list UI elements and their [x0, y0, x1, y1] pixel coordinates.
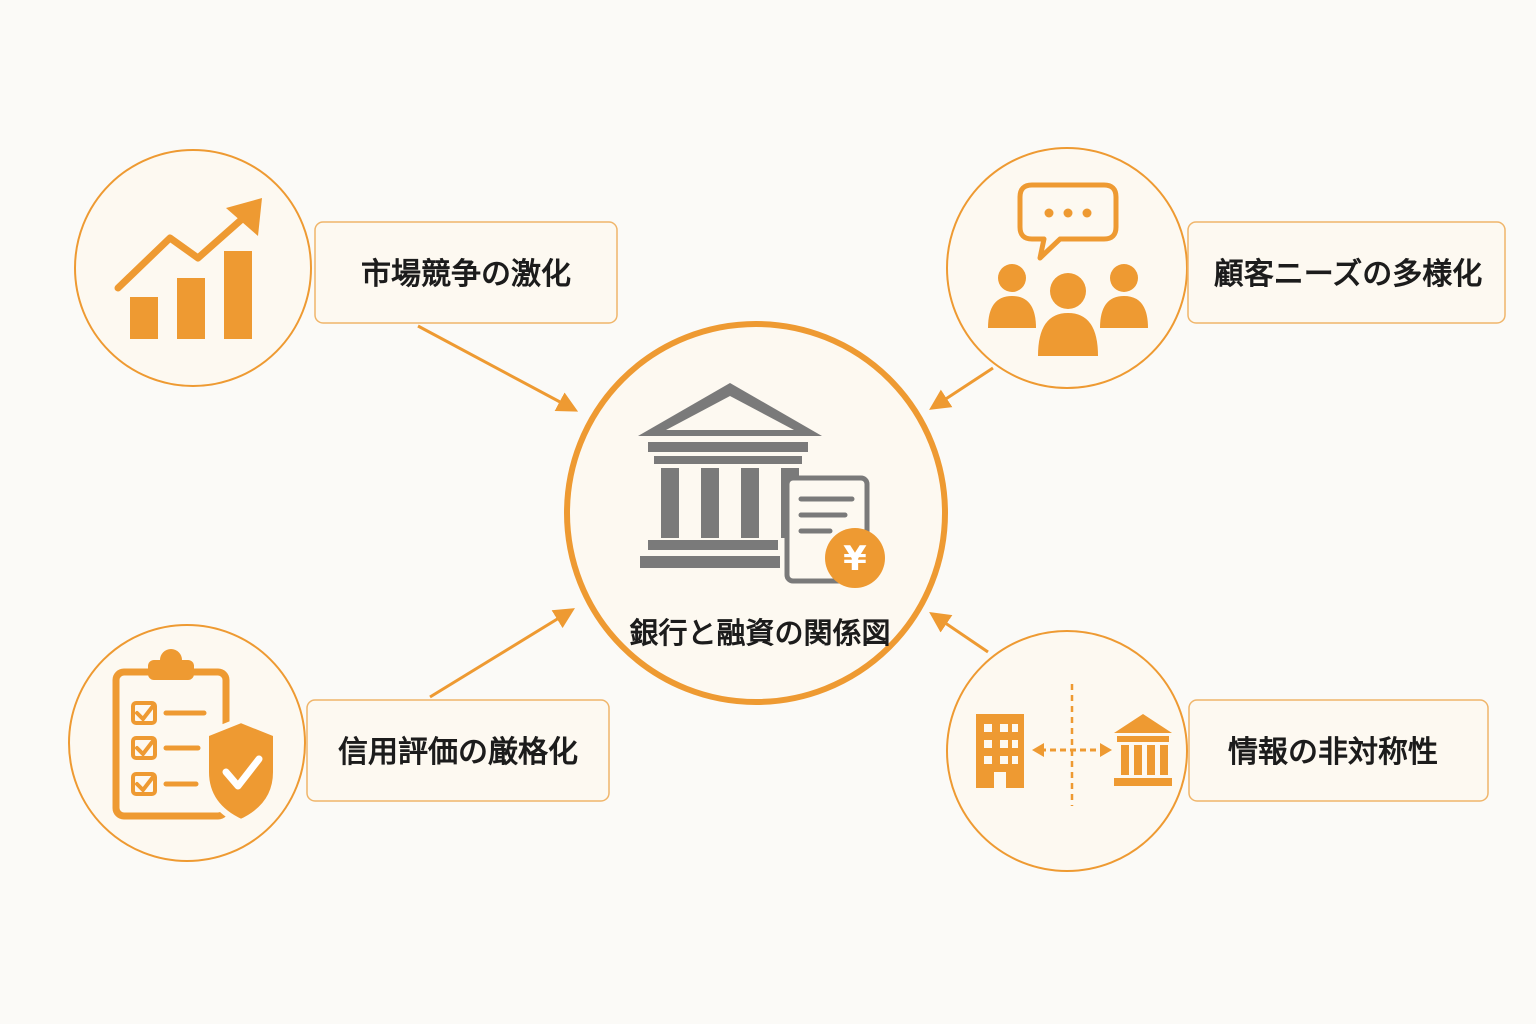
- arrow-information-asymmetry: [929, 612, 989, 654]
- arrow-credit-evaluation: [429, 608, 575, 699]
- yen-coin-icon: ¥: [825, 528, 885, 588]
- factor-label: 市場競争の激化: [361, 257, 571, 292]
- exchange-arrows-icon: [1032, 743, 1112, 757]
- factor-label: 信用評価の厳格化: [338, 735, 578, 770]
- factor-label: 顧客ニーズの多様化: [1214, 257, 1483, 292]
- yen-symbol: ¥: [843, 539, 867, 579]
- center-label: 銀行と融資の関係図: [629, 616, 890, 650]
- connector-arrows: [417, 324, 994, 699]
- factor-label-box: [306, 699, 610, 802]
- factor-label-box: [1187, 221, 1506, 324]
- factor-information-asymmetry: 情報の非対称性: [946, 630, 1489, 872]
- office-building-icon: [976, 714, 1024, 788]
- factor-credit-evaluation: 信用評価の厳格化: [68, 624, 610, 862]
- arrow-customer-needs: [929, 366, 994, 410]
- factor-market-competition: 市場競争の激化: [74, 149, 618, 387]
- office-bank-exchange-icon: [976, 684, 1172, 806]
- growth-chart-icon: [114, 198, 262, 339]
- factor-customer-needs: 顧客ニーズの多様化: [946, 147, 1506, 389]
- factor-circle: [946, 630, 1188, 872]
- center-node: ¥ 銀行と融資の関係図: [564, 321, 948, 705]
- bank-building-icon: [638, 383, 822, 568]
- factor-label-box: [314, 221, 618, 324]
- arrow-market-competition: [417, 324, 579, 412]
- checklist-shield-icon: [112, 649, 279, 826]
- factor-label: 情報の非対称性: [1228, 735, 1438, 770]
- factor-label-box: [1188, 699, 1489, 802]
- customers-speech-bubble-icon: [988, 182, 1148, 356]
- factor-circle: [74, 149, 312, 387]
- small-bank-icon: [1114, 714, 1172, 786]
